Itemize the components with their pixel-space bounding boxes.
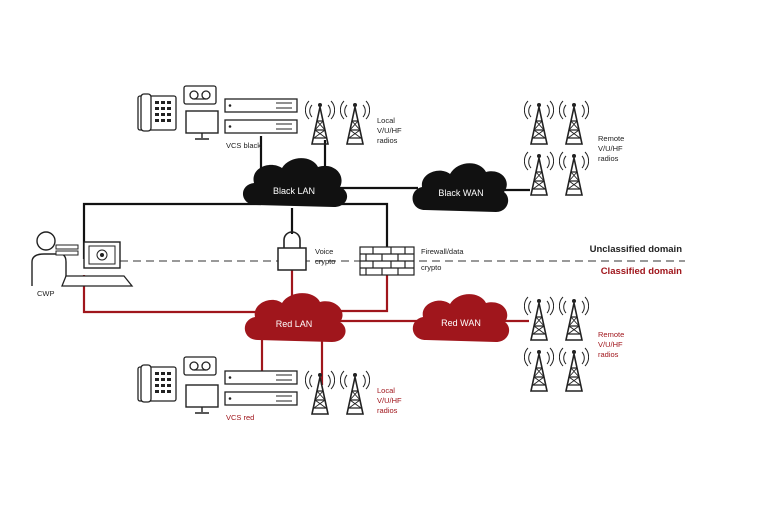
vcs-red-equipment: VCS red bbox=[137, 356, 298, 422]
monitor-icon bbox=[185, 110, 219, 140]
cassette-recorder-icon bbox=[183, 85, 217, 105]
voice-crypto-line2: crypto bbox=[315, 257, 335, 266]
radio-tower-icon bbox=[524, 100, 554, 145]
cwp-label: CWP bbox=[37, 289, 55, 298]
local-radios-black-line1: Local bbox=[377, 116, 395, 125]
firewall-icon bbox=[359, 246, 415, 276]
laptop-icon bbox=[55, 241, 134, 287]
radio-tower-icon bbox=[559, 296, 589, 341]
radio-tower-icon bbox=[340, 370, 370, 415]
radio-tower-icon bbox=[559, 100, 589, 145]
remote-radios-black-line2: V/U/HF bbox=[598, 144, 623, 153]
local-radios-red-line2: V/U/HF bbox=[377, 396, 402, 405]
local-radios-red-line1: Local bbox=[377, 386, 395, 395]
remote-radios-red-line1: Remote bbox=[598, 330, 624, 339]
firewall-crypto-line1: Firewall/data bbox=[421, 247, 464, 256]
remote-radios-red-line3: radios bbox=[598, 350, 619, 359]
remote-radios-black-line1: Remote bbox=[598, 134, 624, 143]
radio-tower-icon bbox=[524, 347, 554, 392]
firewall-crypto-line2: crypto bbox=[421, 263, 441, 272]
server-rack-icon bbox=[224, 98, 298, 113]
server-rack-icon bbox=[224, 391, 298, 406]
voice-crypto: Voice crypto bbox=[277, 231, 335, 271]
black-wan-label: Black WAN bbox=[438, 188, 483, 198]
black-wan-cloud: Black WAN bbox=[412, 163, 509, 212]
telephone-icon bbox=[137, 364, 177, 403]
black-lan-cloud: Black LAN bbox=[242, 158, 348, 207]
firewall: Firewall/data crypto bbox=[359, 246, 464, 276]
local-radios-red-line3: radios bbox=[377, 406, 398, 415]
radio-tower-icon bbox=[524, 151, 554, 196]
local-radios-red: Local V/U/HF radios bbox=[305, 370, 402, 415]
cassette-recorder-icon bbox=[183, 356, 217, 376]
local-radios-black: Local V/U/HF radios bbox=[305, 100, 402, 145]
server-rack-icon bbox=[224, 370, 298, 385]
remote-radios-red: Remote V/U/HF radios bbox=[524, 296, 624, 392]
red-lan-label: Red LAN bbox=[276, 319, 313, 329]
radio-tower-icon bbox=[340, 100, 370, 145]
unclassified-domain-label: Unclassified domain bbox=[590, 244, 683, 255]
classified-domain-label: Classified domain bbox=[601, 266, 682, 277]
radio-tower-icon bbox=[559, 347, 589, 392]
telephone-icon bbox=[137, 93, 177, 132]
local-radios-black-line3: radios bbox=[377, 136, 398, 145]
black-network-links bbox=[82, 136, 530, 259]
radio-tower-icon bbox=[524, 296, 554, 341]
server-rack-icon bbox=[224, 119, 298, 134]
remote-radios-black: Remote V/U/HF radios bbox=[524, 100, 624, 196]
red-network-links bbox=[82, 270, 529, 385]
voice-crypto-line1: Voice bbox=[315, 247, 333, 256]
black-lan-label: Black LAN bbox=[273, 186, 315, 196]
vcs-black-label: VCS black bbox=[226, 141, 261, 150]
vcs-black-equipment: VCS black bbox=[137, 85, 298, 150]
radio-tower-icon bbox=[305, 370, 335, 415]
remote-radios-red-line2: V/U/HF bbox=[598, 340, 623, 349]
vcs-red-label: VCS red bbox=[226, 413, 254, 422]
monitor-icon bbox=[185, 384, 219, 414]
padlock-icon bbox=[277, 231, 307, 271]
remote-radios-black-line3: radios bbox=[598, 154, 619, 163]
red-lan-cloud: Red LAN bbox=[244, 293, 346, 342]
cwp-operator: CWP bbox=[31, 231, 134, 298]
red-wan-cloud: Red WAN bbox=[412, 294, 510, 342]
operator-icon bbox=[31, 231, 67, 286]
local-radios-black-line2: V/U/HF bbox=[377, 126, 402, 135]
radio-tower-icon bbox=[559, 151, 589, 196]
red-wan-label: Red WAN bbox=[441, 318, 481, 328]
radio-tower-icon bbox=[305, 100, 335, 145]
